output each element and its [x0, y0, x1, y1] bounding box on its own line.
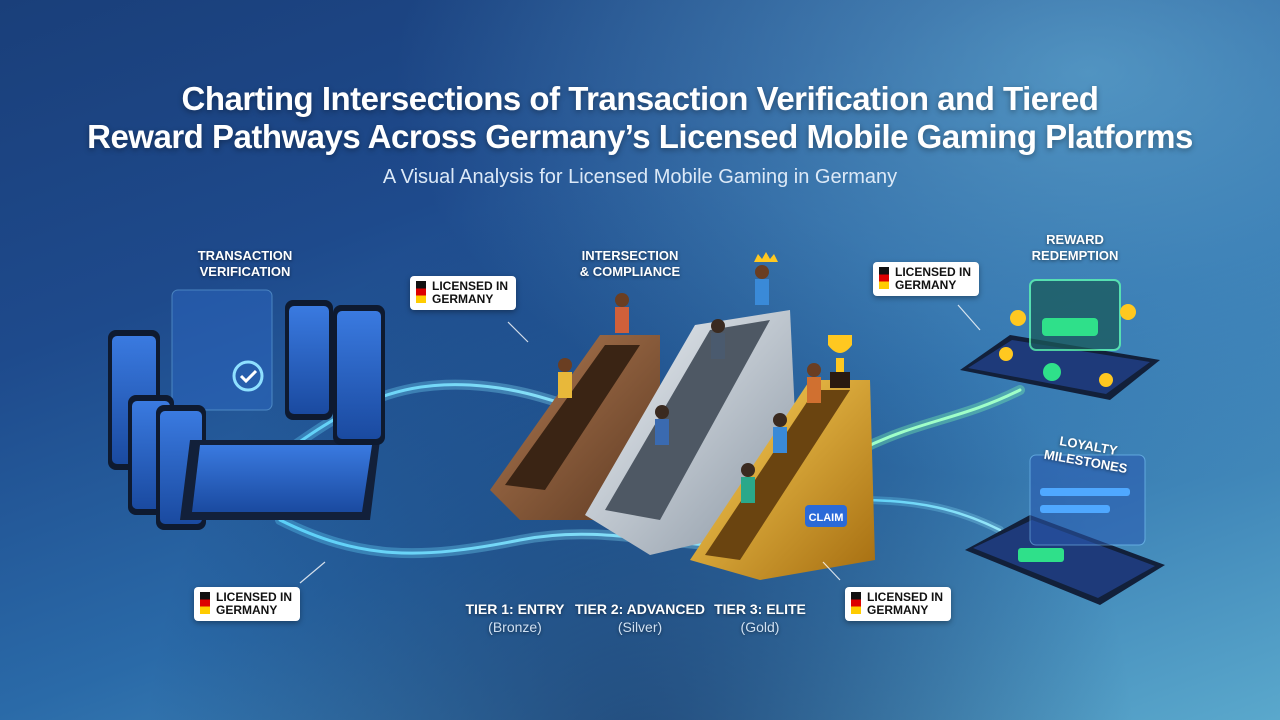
subtitle: A Visual Analysis for Licensed Mobile Ga… — [382, 166, 898, 188]
label-reward-redemption: REWARD REDEMPTION — [1020, 232, 1130, 264]
licensed-badge: LICENSED IN GERMANY — [194, 587, 301, 621]
claim-text-gold: CLAIM — [809, 512, 844, 524]
tier-level: (Gold) — [740, 619, 780, 635]
verification-devices — [108, 289, 385, 530]
tier-2-label: TIER 2: ADVANCED (Silver) — [573, 600, 707, 636]
german-flag-icon — [200, 592, 210, 614]
licensed-badge: LICENSED IN GERMANY — [845, 587, 952, 621]
reward-tablet — [960, 279, 1160, 400]
label-line: VERIFICATION — [199, 264, 291, 279]
tier-name: TIER 1: ENTRY — [465, 601, 565, 617]
label-line: INTERSECTION — [581, 248, 679, 263]
badge-line: GERMANY — [895, 278, 957, 292]
badge-line: GERMANY — [867, 603, 929, 617]
label-line: REDEMPTION — [1031, 248, 1119, 263]
label-intersection: INTERSECTION & COMPLIANCE — [565, 248, 695, 280]
tier-level: (Bronze) — [488, 619, 542, 635]
badge-line: LICENSED IN — [895, 265, 972, 279]
badge-leader-lines — [299, 304, 981, 584]
badge-line: GERMANY — [432, 292, 494, 306]
german-flag-icon — [879, 267, 889, 289]
german-flag-icon — [416, 281, 426, 303]
licensed-badge: LICENSED IN GERMANY — [873, 262, 980, 296]
loyalty-tablet — [965, 454, 1165, 605]
badge-line: LICENSED IN — [216, 590, 293, 604]
german-flag-icon — [851, 592, 861, 614]
tier-level: (Silver) — [617, 619, 663, 635]
title-line-2: Reward Pathways Across Germany’s License… — [87, 118, 1193, 155]
climber-figures — [558, 252, 852, 503]
label-line: REWARD — [1046, 232, 1104, 247]
tier-1-label: TIER 1: ENTRY (Bronze) — [460, 600, 570, 636]
tier-name: TIER 2: ADVANCED — [575, 601, 705, 617]
title-line-1: Charting Intersections of Transaction Ve… — [181, 80, 1099, 117]
badge-line: GERMANY — [216, 603, 278, 617]
tier-name: TIER 3: ELITE — [714, 601, 806, 617]
licensed-badge: LICENSED IN GERMANY — [410, 276, 517, 310]
badge-line: LICENSED IN — [867, 590, 944, 604]
tier-3-label: TIER 3: ELITE (Gold) — [705, 600, 815, 636]
label-line: & COMPLIANCE — [579, 264, 681, 279]
label-line: TRANSACTION — [197, 248, 293, 263]
badge-line: LICENSED IN — [432, 279, 509, 293]
label-transaction-verification: TRANSACTION VERIFICATION — [185, 248, 305, 280]
